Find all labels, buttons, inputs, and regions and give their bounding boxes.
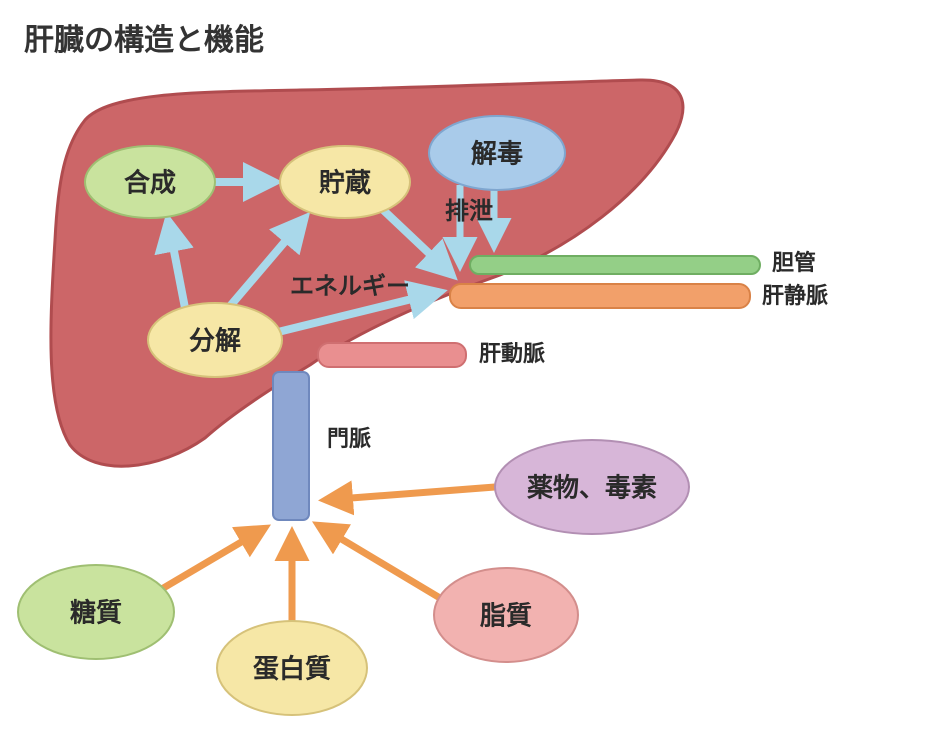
node-detox-label: 解毒	[471, 140, 523, 170]
node-lipid-label: 脂質	[480, 602, 532, 632]
label-bile-duct: 胆管	[772, 250, 816, 276]
arrow-breakdown-to-synthesis	[154, 212, 194, 309]
node-drugs-toxins: 薬物、毒素	[494, 439, 690, 535]
node-synthesis-label: 合成	[124, 168, 176, 199]
hepatic-artery-vessel	[317, 342, 467, 368]
node-synthesis: 合成	[84, 145, 216, 219]
node-sugar-label: 糖質	[70, 598, 122, 629]
arrow-lipid-to-portal	[311, 521, 442, 602]
node-breakdown: 分解	[147, 302, 283, 378]
page-title: 肝臓の構造と機能	[24, 23, 264, 58]
node-protein-label: 蛋白質	[253, 654, 331, 685]
arrow-breakdown-to-storage	[221, 211, 311, 315]
node-storage: 貯蔵	[279, 145, 411, 219]
node-detox: 解毒	[428, 115, 566, 191]
arrow-breakdown-to-energy	[277, 280, 448, 336]
label-energy: エネルギー	[290, 272, 410, 300]
hepatic-vein-vessel	[449, 283, 751, 309]
label-hepatic-artery: 肝動脈	[479, 342, 545, 367]
label-portal-vein: 門脈	[327, 427, 371, 452]
arrow-storage-to-energy	[375, 202, 458, 281]
node-storage-label: 貯蔵	[319, 168, 371, 199]
node-sugar: 糖質	[17, 564, 175, 660]
portal-vein-vessel	[272, 371, 310, 521]
label-hepatic-vein: 肝静脈	[762, 283, 828, 309]
node-protein: 蛋白質	[216, 620, 368, 716]
node-drugs-toxins-label: 薬物、毒素	[527, 474, 657, 504]
node-breakdown-label: 分解	[189, 327, 241, 357]
node-lipid: 脂質	[433, 567, 579, 663]
arrow-drugs-to-portal	[318, 480, 496, 516]
label-excretion: 排泄	[445, 197, 493, 225]
arrow-sugar-to-portal	[158, 524, 272, 594]
bile-duct-vessel	[469, 255, 761, 275]
